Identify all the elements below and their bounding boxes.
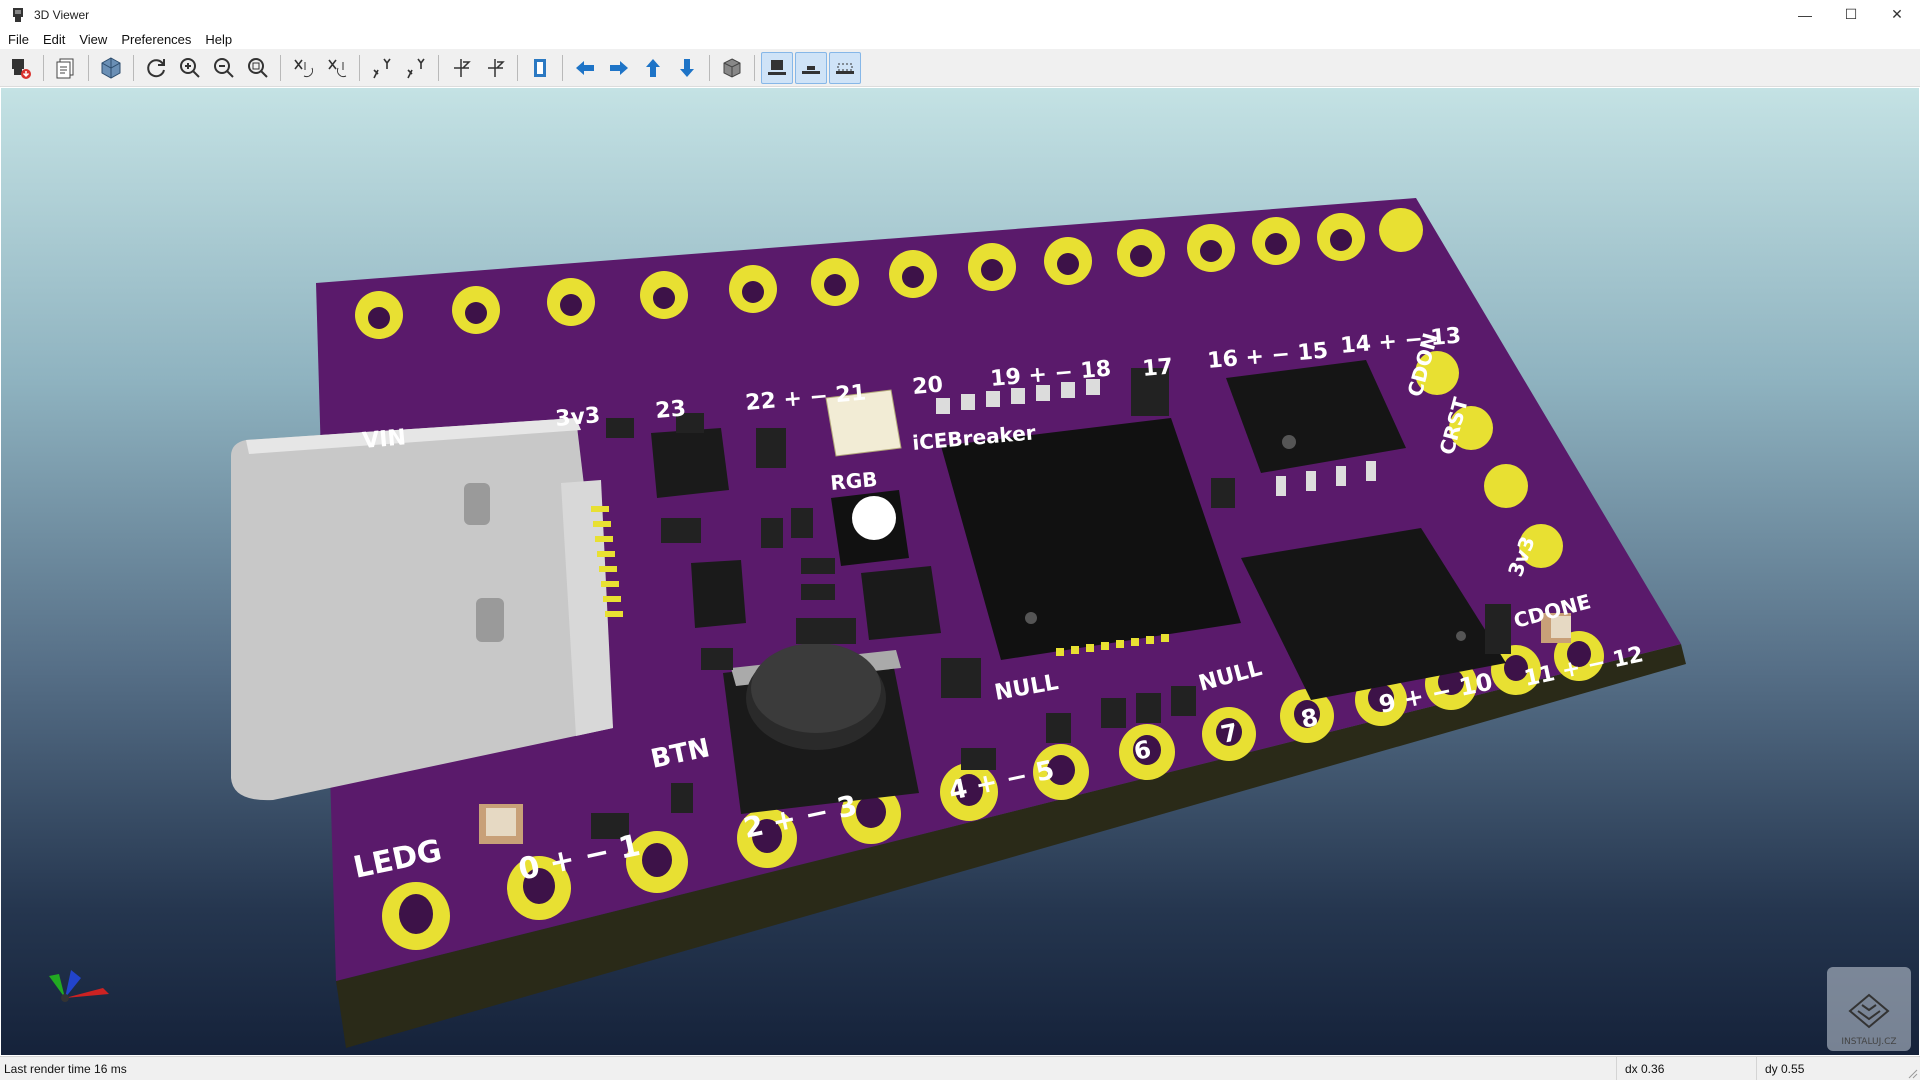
zoom-out-button[interactable] [208,52,240,84]
ortho-toggle-button[interactable] [716,52,748,84]
watermark-text: INSTALUJ.CZ [1841,1037,1897,1047]
copy-image-button[interactable] [50,52,82,84]
rotate-y-cw-icon [373,58,391,78]
show-smd-icon [802,65,820,74]
title-bar: 3D Viewer — ☐ ✕ [0,0,1920,29]
silk-7: 7 [1218,718,1240,749]
rotate-z-ccw-icon [488,58,505,77]
pan-up-icon [646,58,660,77]
menu-bar: File Edit View Preferences Help [0,29,1920,49]
window-title: 3D Viewer [34,7,90,22]
toolbar-separator [562,54,563,81]
reload-button[interactable] [140,52,172,84]
silk-23: 23 [654,396,687,424]
dy-status: dy 0.55 [1756,1057,1916,1080]
pan-down-icon [680,58,694,77]
minimize-button[interactable]: — [1782,0,1828,29]
usb-c-connector [231,418,613,801]
rotate-y-ccw-icon [407,58,425,78]
rotate-x-ccw-button[interactable] [321,52,353,84]
close-icon: ✕ [1891,6,1903,22]
dx-status: dx 0.36 [1616,1057,1756,1080]
raytracing-button[interactable] [95,52,127,84]
pan-left-button[interactable] [569,52,601,84]
render-time-status: Last render time 16 ms [4,1062,127,1076]
pan-left-icon [576,60,594,75]
copy-3d-image-icon [56,58,74,78]
flip-board-button[interactable] [524,52,556,84]
toolbar-separator [43,54,44,81]
pan-down-button[interactable] [671,52,703,84]
silk-3v3: 3v3 [554,403,601,432]
menu-edit[interactable]: Edit [42,31,66,47]
menu-help[interactable]: Help [205,31,233,47]
zoom-fit-button[interactable] [242,52,274,84]
show-smd-button[interactable] [795,51,827,84]
silk-vin: VIN [361,425,407,454]
minimize-icon: — [1798,6,1812,23]
toolbar-separator [133,54,134,81]
zoom-in-button[interactable] [174,52,206,84]
raytracing-icon [101,56,121,79]
show-tht-icon [768,59,786,75]
toolbar [0,49,1920,87]
pan-right-button[interactable] [603,52,635,84]
push-button-component [723,643,919,814]
toolbar-separator [280,54,281,81]
toolbar-separator [88,54,89,81]
silk-rgb: RGB [829,467,878,495]
toolbar-separator [517,54,518,81]
export-image-icon [12,58,31,79]
reload-icon [147,58,165,77]
menu-preferences[interactable]: Preferences [121,31,192,47]
toolbar-separator [438,54,439,81]
watermark: INSTALUJ.CZ [1827,967,1911,1051]
pan-right-icon [610,60,628,75]
show-virtual-icon [836,63,854,74]
export-image-button[interactable] [5,52,37,84]
silk-8: 8 [1298,703,1320,734]
zoom-in-icon [180,57,200,78]
silk-20: 20 [911,372,944,400]
3d-canvas[interactable]: VIN 3v3 23 22 + − 21 20 19 + − 18 17 16 … [1,88,1919,1055]
axis-gizmo [41,948,121,1028]
watermark-logo-icon [1848,993,1890,1029]
show-tht-button[interactable] [761,51,793,84]
fpga-chip [941,418,1241,660]
rotate-y-cw-button[interactable] [366,52,398,84]
app-icon [10,7,26,23]
menu-file[interactable]: File [8,31,29,47]
zoom-fit-icon [248,57,268,78]
silk-17: 17 [1141,354,1174,382]
rotate-z-ccw-button[interactable] [479,52,511,84]
pan-up-button[interactable] [637,52,669,84]
rotate-x-cw-button[interactable] [287,52,319,84]
status-bar: Last render time 16 ms dx 0.36 dy 0.55 [0,1056,1920,1080]
ortho-icon [723,57,741,78]
toolbar-separator [754,54,755,81]
maximize-button[interactable]: ☐ [1828,0,1874,29]
toolbar-separator [709,54,710,81]
flip-board-icon [534,58,546,77]
rotate-z-cw-icon [454,58,471,77]
show-virtual-button[interactable] [829,51,861,84]
rotate-x-cw-icon [294,59,314,77]
rotate-z-cw-button[interactable] [445,52,477,84]
resize-grip-icon[interactable] [1908,1069,1918,1079]
pcb-board-render: VIN 3v3 23 22 + − 21 20 19 + − 18 17 16 … [231,198,1686,1048]
menu-view[interactable]: View [79,31,108,47]
silk-6: 6 [1131,735,1153,766]
rotate-x-ccw-icon [328,59,347,77]
rotate-y-ccw-button[interactable] [400,52,432,84]
close-button[interactable]: ✕ [1874,0,1920,29]
zoom-out-icon [214,57,234,78]
maximize-icon: ☐ [1844,6,1858,22]
toolbar-separator [359,54,360,81]
